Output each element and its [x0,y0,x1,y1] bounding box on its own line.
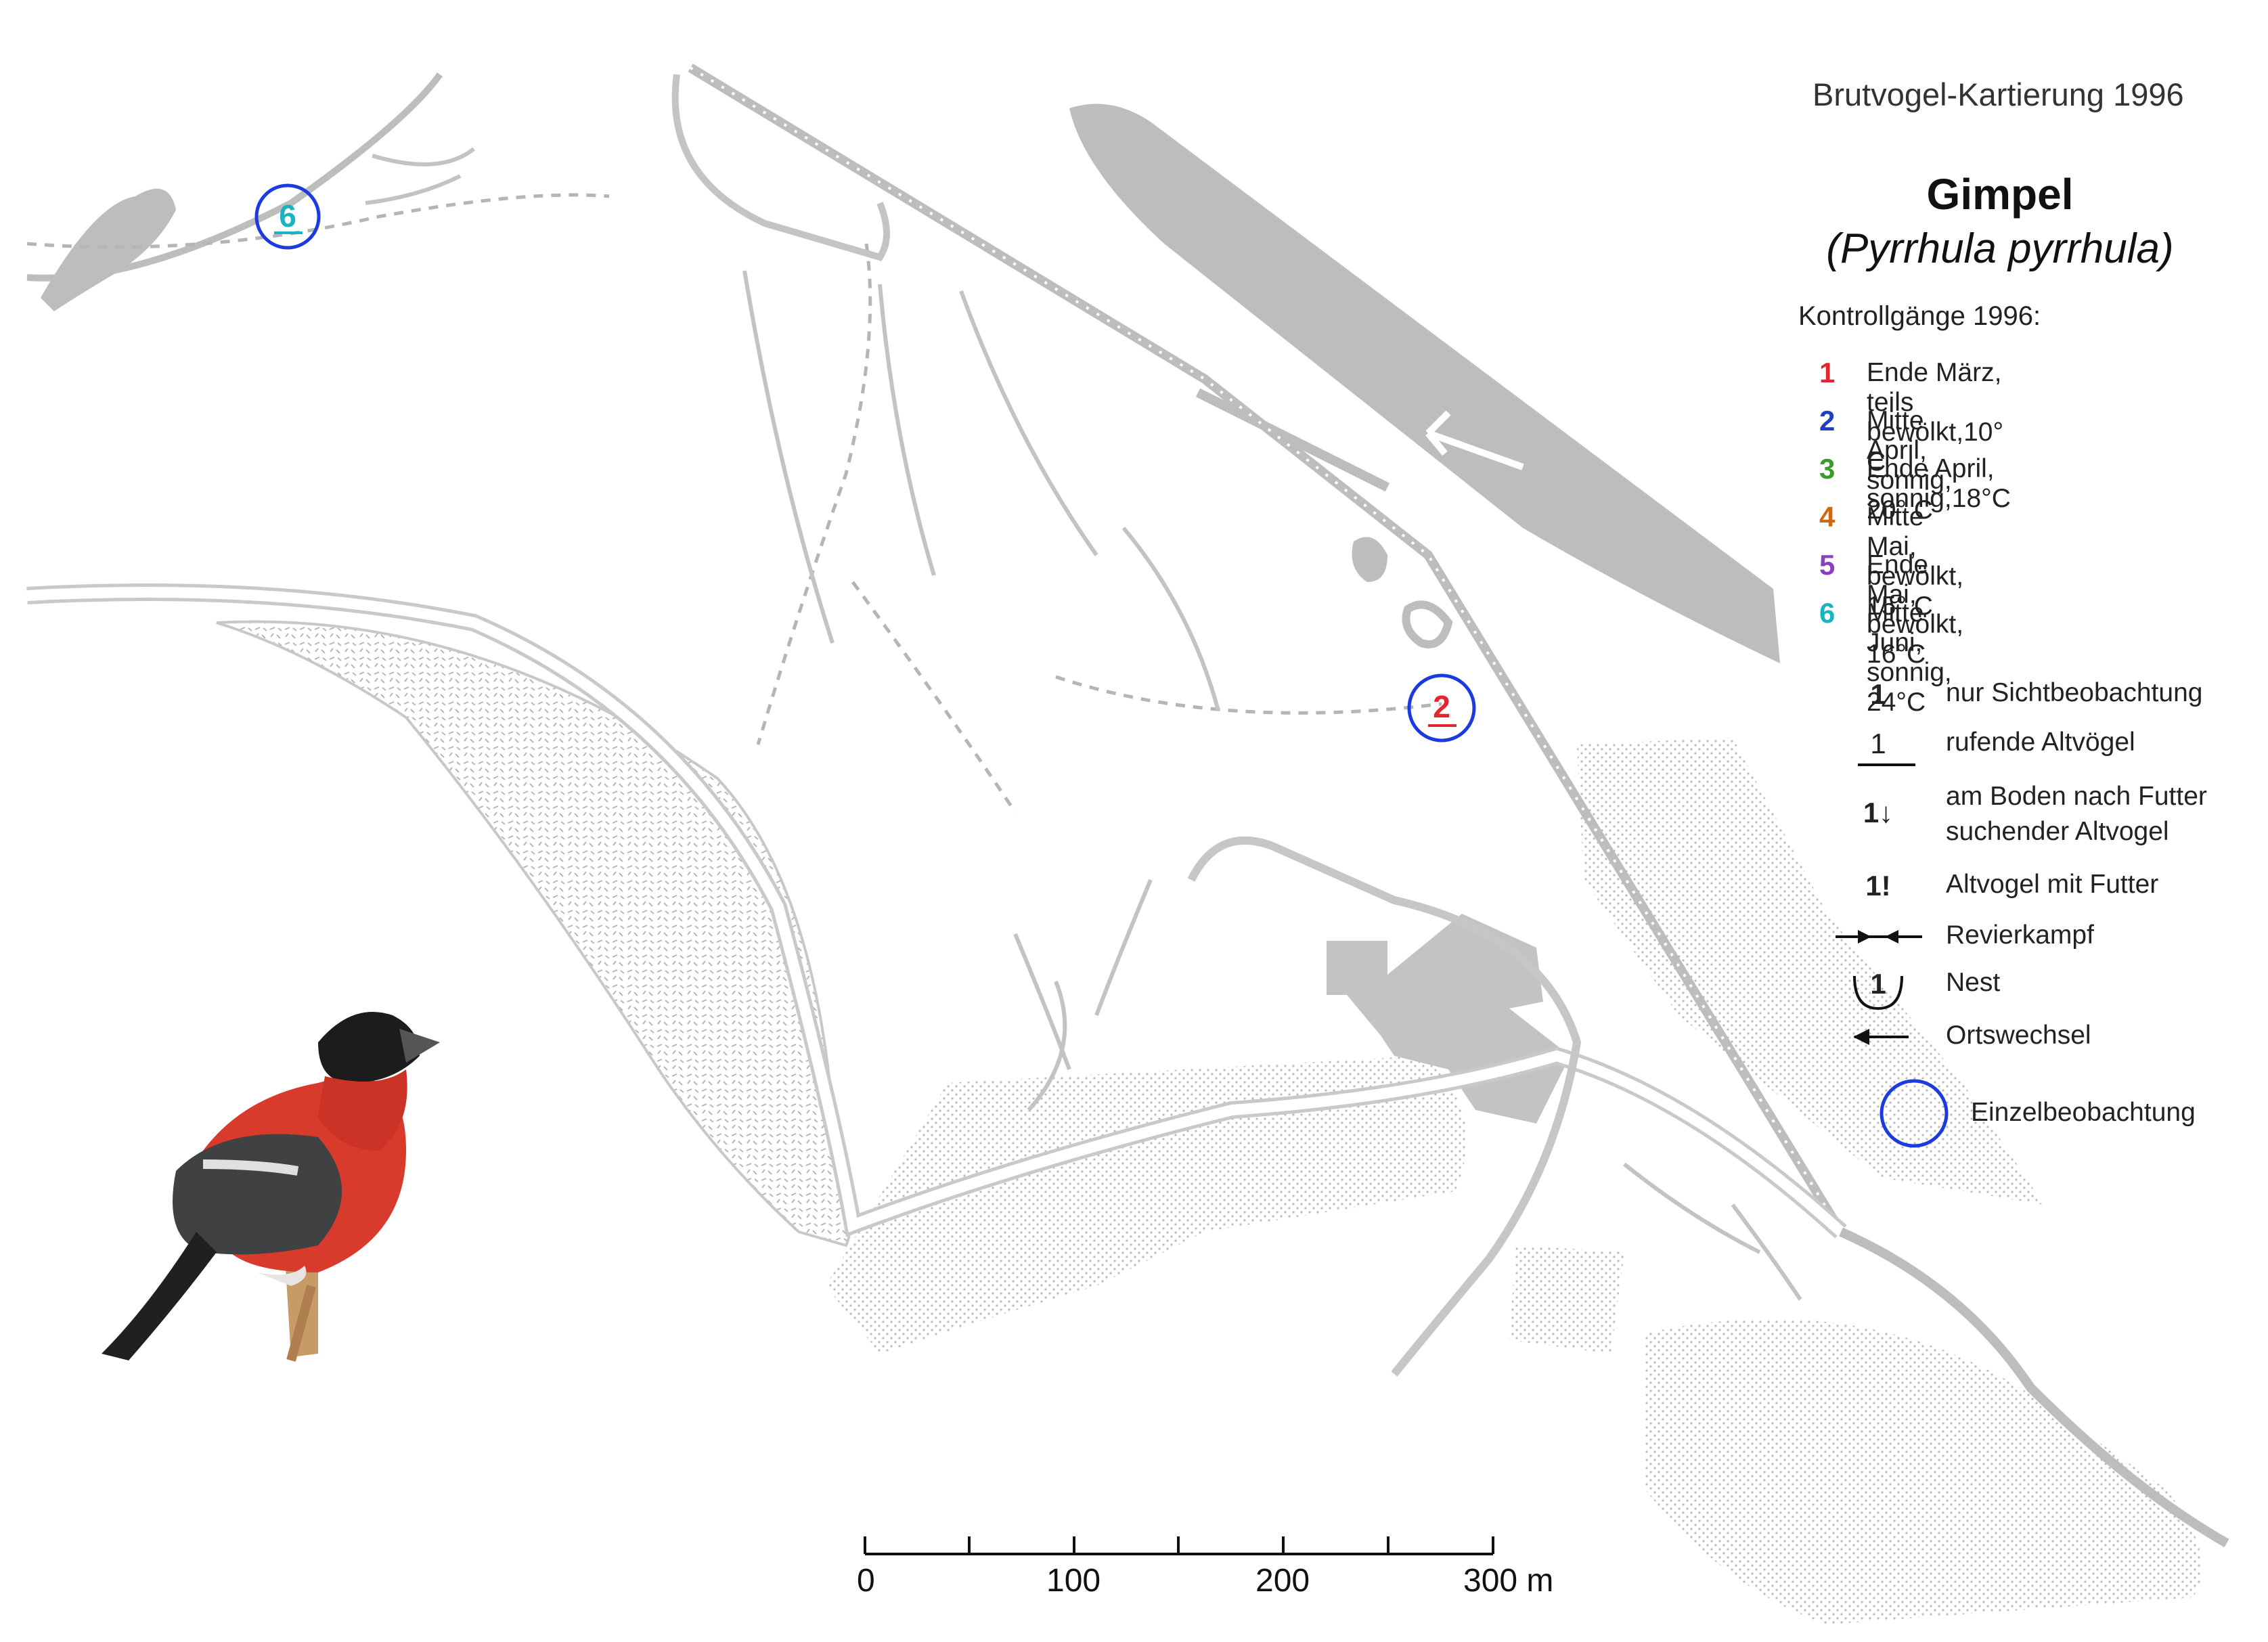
scale-label-100: 100 [1046,1563,1101,1599]
legend-calling-label: rufende Altvögel [1946,728,2135,757]
legend-ground-symbol: 1↓ [1863,797,1894,828]
blue-circle-icon [1880,1079,1949,1148]
control-label: Ende März, teils bewölkt,10° C [1867,358,2004,476]
control-label: Ende Mai, bewölkt, 16°C [1867,550,1964,669]
scale-label-300: 300 m [1463,1563,1554,1599]
legend-nest-symbol: 1 [1870,968,1886,1000]
control-label: Mitte April, sonnig, 20° C [1867,406,1952,525]
legend-calling-symbol: 1 [1870,728,1886,759]
control-label: Mitte Juni, sonnig, 24°C [1867,598,1952,717]
converging-arrows-icon [1836,930,1922,944]
species-name: Gimpel [1926,170,2074,219]
river [1069,104,1780,664]
bullfinch-illustration [102,1012,440,1362]
scale-label-0: 0 [857,1563,875,1599]
path-west [26,72,443,282]
legend-move-label: Ortswechsel [1946,1021,2091,1050]
observation-circle-2 [1407,673,1476,742]
observation-circle-6 [254,183,321,250]
slopes [365,147,1802,1301]
control-number: 1 [1819,357,1836,389]
scale-label-200: 200 [1255,1563,1310,1599]
control-number: 3 [1819,453,1836,485]
map-title: Brutvogel-Kartierung 1996 [1813,76,2184,112]
road-ring [1187,836,1582,1377]
path-dashed [26,193,1442,814]
legend-nest-label: Nest [1946,968,2001,997]
controls-title: Kontrollgänge 1996: [1798,301,2041,331]
field-south2 [1509,1245,1624,1354]
road-east [1839,1227,2229,1548]
species-latin: (Pyrrhula pyrrhula) [1826,225,2174,272]
legend-food-symbol: 1! [1865,870,1891,902]
legend-ground-label-2: suchender Altvogel [1946,817,2169,846]
road-main-edge [26,587,1845,1236]
pond [1402,600,1453,648]
road-north [671,74,890,261]
pond [1352,537,1387,582]
legend-sight-symbol: 1 [1870,678,1886,710]
arrow-left-icon [1853,1029,1909,1045]
legend-sight-label: nur Sichtbeobachtung [1946,678,2203,707]
field-east [1577,738,2044,1205]
observation-6-number: 6 [279,198,296,234]
observation-2-number: 2 [1433,689,1450,724]
legend-food-label: Altvogel mit Futter [1946,870,2159,899]
flow-arrow-icon [1425,410,1524,470]
nest-arc-icon [1853,975,1903,1011]
control-number: 4 [1819,501,1836,533]
scale-bar [864,1536,1494,1555]
control-label: Mitte Mai, bewölkt, 15° C [1867,502,1964,621]
legend-single-label: Einzelbeobachtung [1971,1098,2196,1127]
legend-ground-label-1: am Boden nach Futter [1946,782,2207,811]
legend-fight-label: Revierkampf [1946,920,2094,950]
control-number: 5 [1819,549,1836,581]
control-number: 2 [1819,405,1836,437]
control-number: 6 [1819,597,1836,629]
lake [41,188,176,311]
field-southeast [1645,1318,2202,1624]
field-south [826,1056,1467,1354]
railway-ticks [689,66,1842,1233]
control-label: Ende April, sonnig,18°C [1867,454,2011,513]
